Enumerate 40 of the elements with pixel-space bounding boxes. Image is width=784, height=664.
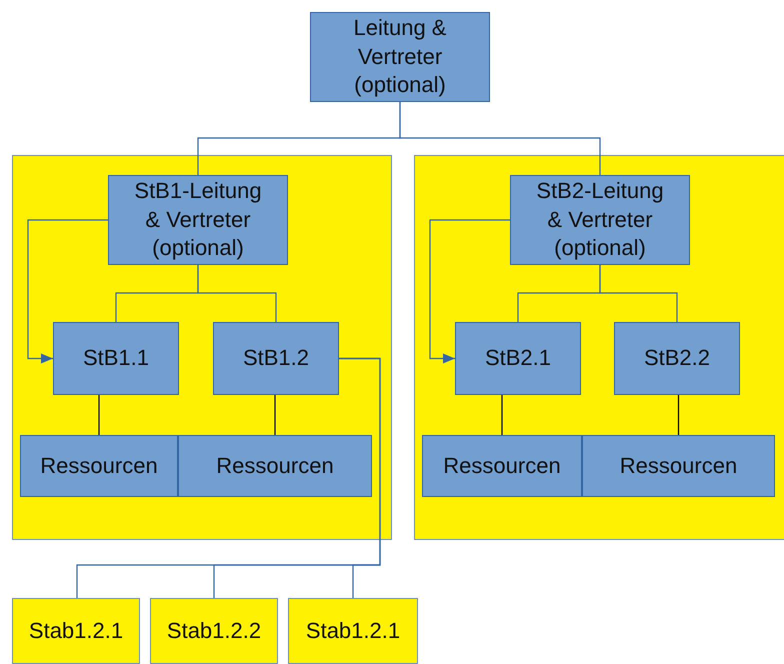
connector-line — [399, 102, 601, 175]
box-label: Ressourcen — [620, 452, 738, 480]
org-box — [422, 435, 582, 497]
org-box — [178, 435, 372, 497]
box-label: StB2.2 — [644, 344, 710, 372]
connector-line — [274, 395, 276, 435]
group-panel — [12, 155, 392, 540]
box-label: StB1-Leitung & Vertreter (optional) — [133, 177, 263, 262]
staff-box — [288, 598, 418, 664]
org-box — [20, 435, 178, 497]
box-label: Ressourcen — [40, 452, 158, 480]
box-label: Stab1.2.1 — [306, 616, 400, 645]
org-box — [213, 322, 339, 395]
box-label: Stab1.2.2 — [166, 616, 262, 645]
org-box — [455, 322, 581, 395]
box-label: StB1.2 — [242, 344, 310, 372]
staff-box — [150, 598, 278, 664]
box-label: StB1.1 — [82, 344, 150, 372]
box-label: StB2.1 — [484, 344, 552, 372]
org-box — [510, 175, 690, 265]
arrow — [429, 219, 510, 364]
arrow — [27, 219, 108, 364]
box-label: Leitung & Vertreter (optional) — [352, 14, 448, 100]
org-box — [614, 322, 740, 395]
connector-line — [339, 358, 381, 598]
connector-line — [501, 395, 503, 435]
box-label: Ressourcen — [443, 452, 561, 480]
org-box — [582, 435, 775, 497]
org-box — [53, 322, 179, 395]
connector-line — [98, 395, 100, 435]
box-label: Stab1.2.1 — [28, 616, 124, 645]
staff-box — [12, 598, 140, 664]
box-label: Ressourcen — [216, 452, 334, 480]
org-box — [108, 175, 288, 265]
box-label: StB2-Leitung & Vertreter (optional) — [535, 177, 665, 262]
org-box — [310, 12, 490, 102]
connector-line — [599, 265, 678, 322]
group-panel — [414, 155, 784, 540]
connector-line — [678, 395, 680, 435]
connector-line — [197, 265, 277, 322]
